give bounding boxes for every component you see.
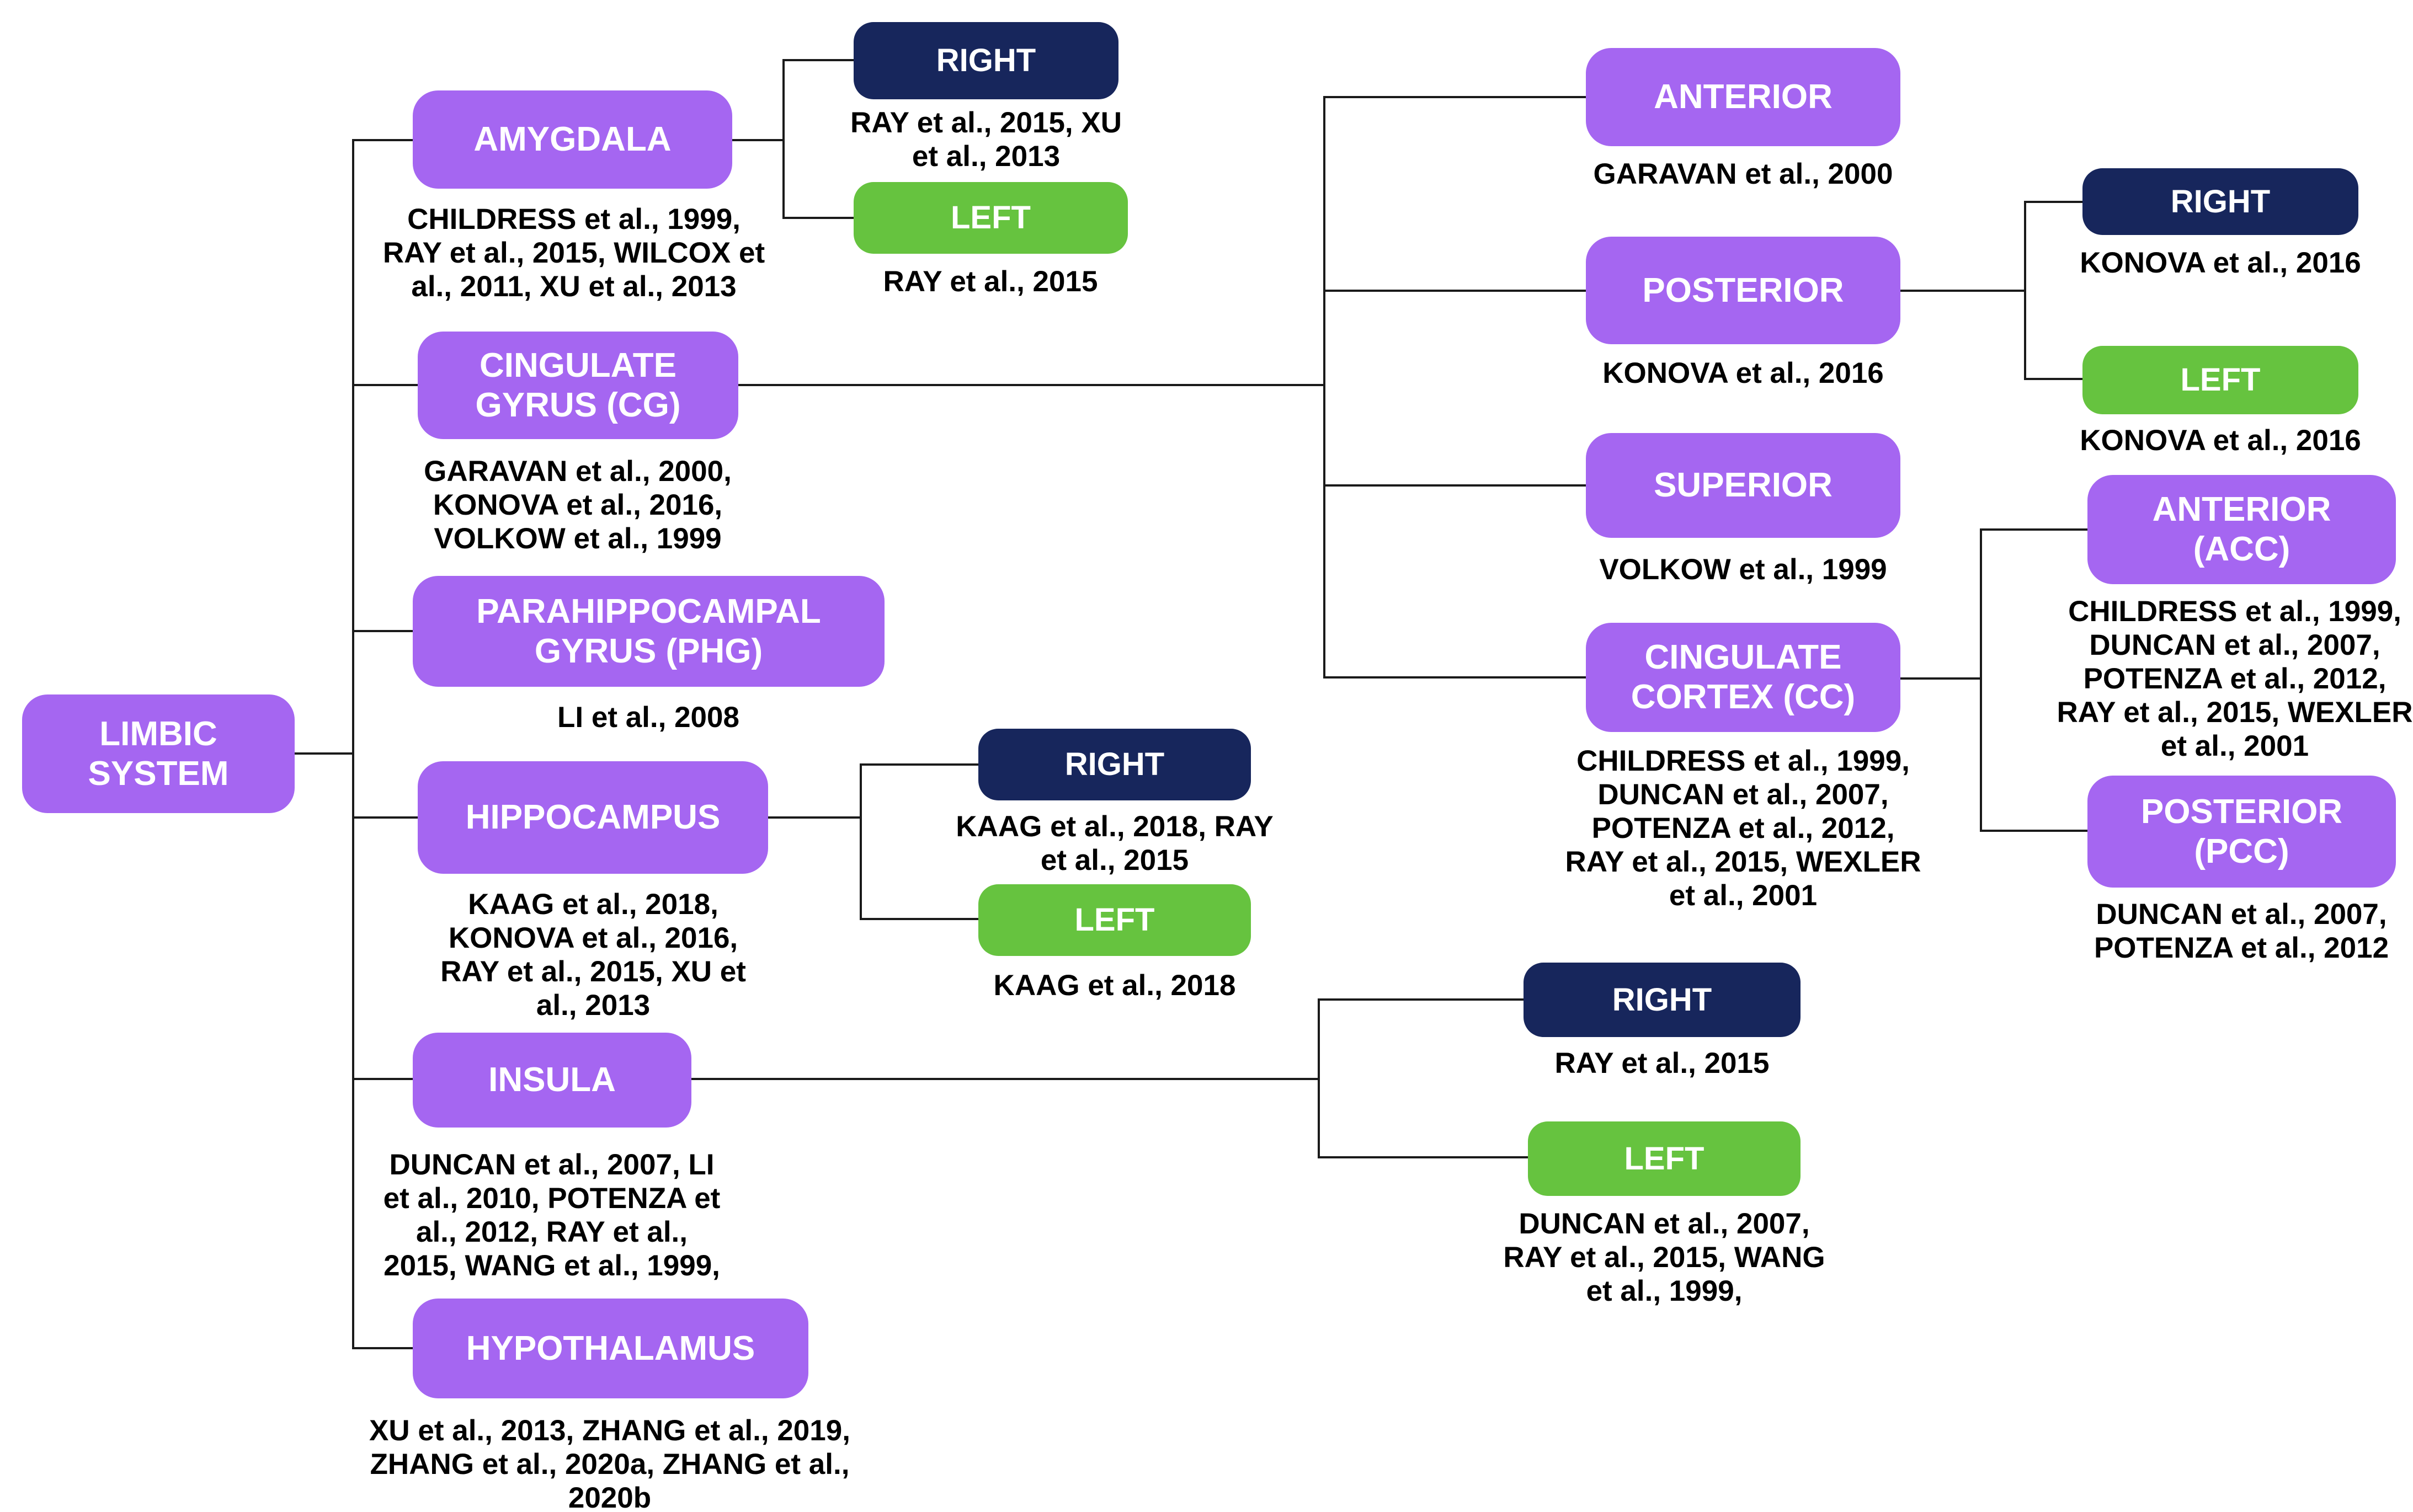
citations-parahippocampal-gyrus: LI et al., 2008: [557, 701, 739, 734]
node-cc-anterior-acc: ANTERIOR (ACC): [2087, 475, 2396, 584]
citations-hippocampus-left: KAAG et al., 2018: [993, 969, 1236, 1002]
node-limbic-system-label: LIMBIC SYSTEM: [88, 714, 229, 793]
node-insula-label: INSULA: [488, 1061, 616, 1099]
connector-cg-posterior-spine: [2024, 201, 2026, 380]
node-parahippocampal-gyrus-label: PARAHIPPOCAMPAL GYRUS (PHG): [476, 592, 821, 670]
node-insula-right: RIGHT: [1524, 963, 1801, 1037]
node-hippocampus: HIPPOCAMPUS: [418, 761, 768, 874]
connector-to-cg-anterior: [1324, 96, 1586, 98]
node-cingulate-gyrus-label: CINGULATE GYRUS (CG): [475, 346, 681, 424]
connector-to-hypothalamus: [353, 1347, 413, 1349]
node-cc-posterior-pcc: POSTERIOR (PCC): [2087, 776, 2396, 888]
connector-to-phg: [353, 630, 413, 632]
node-insula-left: LEFT: [1528, 1121, 1801, 1196]
connector-to-insula-right: [1319, 998, 1524, 1001]
citations-hippocampus-right: KAAG et al., 2018, RAY et al., 2015: [956, 810, 1274, 877]
node-amygdala-left-label: LEFT: [951, 200, 1031, 236]
connector-cc-spine: [1980, 528, 1982, 832]
citations-amygdala-left: RAY et al., 2015: [883, 265, 1098, 298]
node-insula-left-label: LEFT: [1624, 1140, 1704, 1177]
node-cg-posterior-right-label: RIGHT: [2170, 183, 2271, 220]
node-cg-posterior-right: RIGHT: [2082, 168, 2358, 235]
node-hippocampus-right-label: RIGHT: [1064, 746, 1165, 783]
connector-to-amygdala-right: [784, 59, 854, 61]
node-cingulate-gyrus: CINGULATE GYRUS (CG): [418, 332, 738, 439]
node-cg-posterior: POSTERIOR: [1586, 237, 1900, 344]
connector-to-insula: [353, 1078, 413, 1080]
citations-cg-anterior: GARAVAN et al., 2000: [1593, 158, 1893, 190]
node-hippocampus-right: RIGHT: [978, 729, 1251, 800]
connector-cg-spine: [1323, 96, 1325, 678]
connector-to-insula-left: [1319, 1156, 1528, 1158]
citations-cg-posterior: KONOVA et al., 2016: [1602, 357, 1884, 389]
connector-to-hippocampus-right: [861, 763, 978, 766]
node-hippocampus-label: HIPPOCAMPUS: [465, 798, 721, 837]
citations-insula-left: DUNCAN et al., 2007, RAY et al., 2015, W…: [1503, 1208, 1825, 1307]
node-cg-superior: SUPERIOR: [1586, 433, 1900, 538]
node-cg-anterior: ANTERIOR: [1586, 48, 1900, 146]
node-cg-anterior-label: ANTERIOR: [1654, 78, 1833, 116]
node-parahippocampal-gyrus: PARAHIPPOCAMPAL GYRUS (PHG): [413, 576, 885, 687]
node-insula: INSULA: [413, 1033, 691, 1128]
node-cingulate-cortex: CINGULATE CORTEX (CC): [1586, 623, 1900, 732]
citations-cingulate-gyrus: GARAVAN et al., 2000, KONOVA et al., 201…: [424, 455, 732, 555]
node-hypothalamus-label: HYPOTHALAMUS: [466, 1329, 755, 1367]
citations-hippocampus: KAAG et al., 2018, KONOVA et al., 2016, …: [440, 888, 746, 1022]
node-limbic-system: LIMBIC SYSTEM: [22, 694, 295, 813]
citations-cingulate-cortex: CHILDRESS et al., 1999, DUNCAN et al., 2…: [1565, 745, 1921, 912]
connector-hippocampus-out: [768, 816, 861, 819]
node-cg-superior-label: SUPERIOR: [1654, 466, 1833, 505]
connector-to-amygdala-left: [784, 217, 854, 219]
connector-to-acc: [1981, 528, 2087, 531]
citations-cc-posterior-pcc: DUNCAN et al., 2007, POTENZA et al., 201…: [2094, 898, 2389, 964]
connector-amygdala-out: [732, 139, 784, 141]
connector-to-cg-posterior-left: [2025, 378, 2082, 380]
connector-to-cingulate-cortex: [1324, 676, 1586, 678]
node-cg-posterior-left-label: LEFT: [2180, 362, 2261, 398]
connector-to-amygdala: [353, 139, 413, 141]
node-amygdala: AMYGDALA: [413, 90, 732, 189]
node-amygdala-right: RIGHT: [854, 22, 1118, 99]
node-amygdala-left: LEFT: [854, 182, 1128, 254]
connector-root-spine: [352, 139, 354, 1349]
citations-cg-posterior-right: KONOVA et al., 2016: [2080, 247, 2361, 279]
connector-amygdala-spine: [782, 59, 785, 219]
citations-amygdala-right: RAY et al., 2015, XU et al., 2013: [850, 106, 1122, 173]
connector-to-pcc: [1981, 830, 2087, 832]
connector-cg-out: [738, 384, 1324, 386]
connector-to-hippocampus: [353, 816, 418, 819]
connector-to-cg-superior: [1324, 484, 1586, 487]
node-cg-posterior-label: POSTERIOR: [1642, 271, 1844, 309]
node-cg-posterior-left: LEFT: [2082, 346, 2358, 414]
connector-to-cingulate-gyrus: [353, 384, 418, 386]
node-hypothalamus: HYPOTHALAMUS: [413, 1299, 808, 1398]
connector-cg-posterior-out: [1900, 290, 2025, 292]
node-hippocampus-left-label: LEFT: [1074, 902, 1155, 938]
connector-to-cg-posterior-right: [2025, 201, 2082, 203]
citations-hypothalamus: XU et al., 2013, ZHANG et al., 2019, ZHA…: [369, 1414, 850, 1512]
citations-cc-anterior-acc: CHILDRESS et al., 1999, DUNCAN et al., 2…: [2057, 595, 2413, 762]
citations-cg-superior: VOLKOW et al., 1999: [1599, 553, 1887, 586]
connector-to-cg-posterior: [1324, 290, 1586, 292]
citations-insula-right: RAY et al., 2015: [1554, 1047, 1770, 1080]
node-cingulate-cortex-label: CINGULATE CORTEX (CC): [1631, 638, 1856, 716]
citations-amygdala: CHILDRESS et al., 1999, RAY et al., 2015…: [382, 203, 765, 303]
node-insula-right-label: RIGHT: [1612, 981, 1712, 1018]
citations-insula: DUNCAN et al., 2007, LI et al., 2010, PO…: [383, 1148, 721, 1282]
node-hippocampus-left: LEFT: [978, 884, 1251, 956]
citations-cg-posterior-left: KONOVA et al., 2016: [2080, 424, 2361, 457]
connector-insula-spine: [1318, 998, 1320, 1158]
connector-cc-out: [1900, 677, 1981, 680]
connector-to-hippocampus-left: [861, 918, 978, 920]
connector-root-out: [295, 752, 353, 755]
node-cc-anterior-acc-label: ANTERIOR (ACC): [2152, 490, 2331, 568]
connector-insula-out: [691, 1078, 1319, 1080]
node-cc-posterior-pcc-label: POSTERIOR (PCC): [2140, 792, 2343, 870]
node-amygdala-right-label: RIGHT: [936, 42, 1036, 79]
node-amygdala-label: AMYGDALA: [473, 120, 672, 159]
connector-hippocampus-spine: [860, 763, 862, 920]
